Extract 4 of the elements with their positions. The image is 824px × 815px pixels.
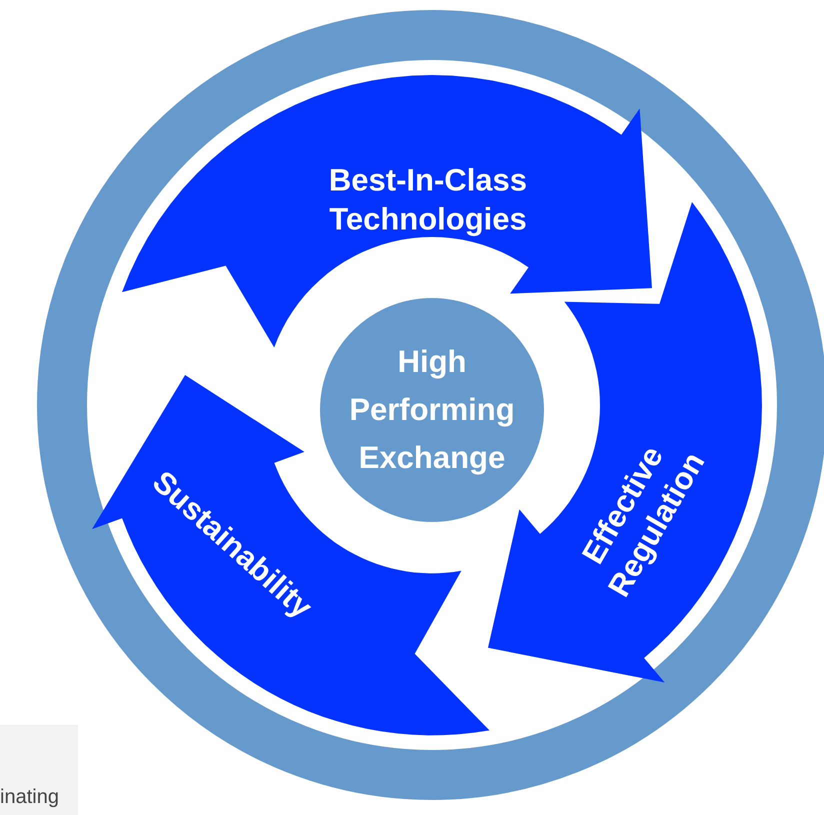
circle-label: High Performing Exchange [348,342,516,478]
cut-off-text: inating [0,786,59,809]
curved-arrow [122,75,652,348]
arrow-label: Best-In-Class Technologies [328,161,528,238]
